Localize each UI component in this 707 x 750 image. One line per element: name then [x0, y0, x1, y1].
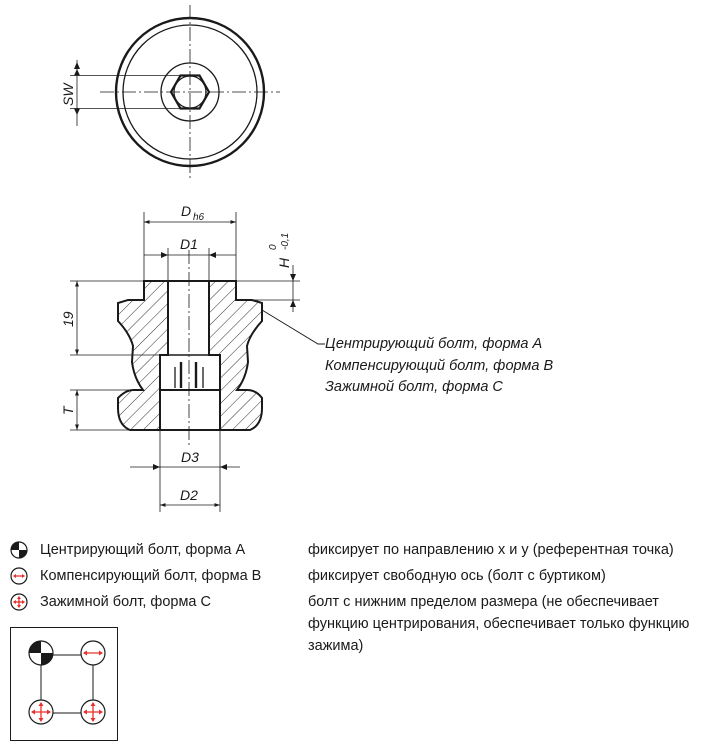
d1-label: D1 — [180, 236, 198, 252]
legend-row-clamping: Зажимной болт, форма C — [10, 592, 211, 612]
legend-label-compensating: Компенсирующий болт, форма B — [40, 568, 262, 584]
compensating-bolt-icon — [80, 640, 106, 666]
centering-bolt-icon — [10, 541, 28, 559]
legend-label-centering: Центрирующий болт, форма A — [40, 542, 246, 558]
section-view: D h6 D1 H 0 -0,1 19 T D3 — [60, 203, 553, 512]
clamping-bolt-icon — [10, 593, 28, 611]
depth-label: 19 — [60, 311, 76, 327]
sw-label: SW — [60, 82, 76, 106]
legend-row-centering: Центрирующий болт, форма A — [10, 540, 245, 560]
legend-desc-centering: фиксирует по направлению x и y (референт… — [308, 542, 674, 558]
d3-label: D3 — [181, 449, 199, 465]
arrangement-diagram — [10, 627, 118, 741]
counterbore — [159, 389, 221, 431]
clamping-bolt-icon — [80, 699, 106, 725]
h-tol-lower: -0,1 — [280, 233, 291, 250]
legend-row-compensating: Компенсирующий болт, форма B — [10, 566, 261, 586]
clamping-bolt-icon — [28, 699, 54, 725]
callout-line-2: Компенсирующий болт, форма B — [325, 358, 553, 374]
legend-label-clamping: Зажимной болт, форма C — [40, 594, 211, 610]
top-view: SW — [60, 5, 280, 180]
centering-bolt-icon — [28, 640, 54, 666]
arrangement-svg — [28, 640, 106, 725]
h-label: H — [276, 257, 292, 268]
d-main-label: D — [181, 203, 191, 219]
d-main-sub: h6 — [193, 212, 205, 223]
technical-drawing: SW D h6 D1 — [60, 5, 553, 512]
t-label: T — [60, 405, 76, 415]
legend-desc-clamping: болт с нижним пределом размера (не обесп… — [308, 594, 690, 654]
legend-desc-compensating: фиксирует свободную ось (болт с буртиком… — [308, 568, 606, 584]
compensating-bolt-icon — [10, 567, 28, 585]
h-tol-upper: 0 — [268, 244, 279, 250]
d2-label: D2 — [180, 487, 198, 503]
callout-line-1: Центрирующий болт, форма A — [325, 336, 542, 352]
callout-line-3: Зажимной болт, форма C — [325, 379, 503, 395]
leader-line — [261, 309, 325, 345]
